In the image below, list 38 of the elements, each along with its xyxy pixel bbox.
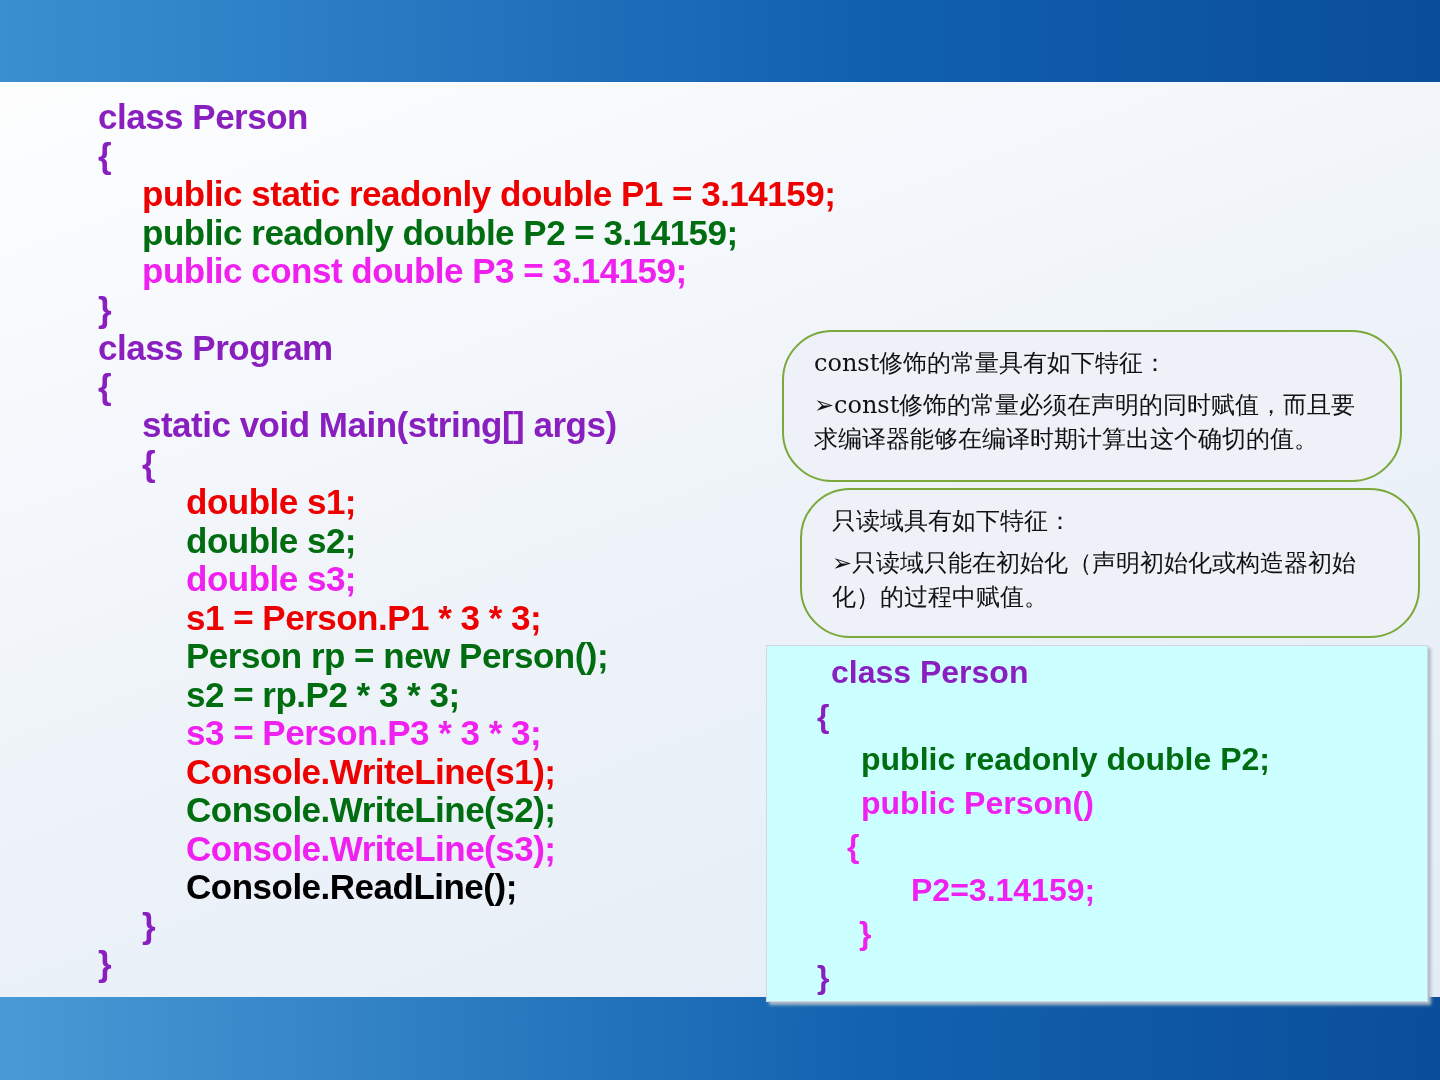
code-line: { — [142, 444, 156, 483]
code-line: double s1; — [186, 483, 357, 522]
code-line: } — [817, 958, 830, 995]
code-line: public const double P3 = 3.14159; — [142, 252, 687, 291]
note-text: ➢const修饰的常量必须在声明的同时赋值，而且要求编译器能够在编译时期计算出这个确切的值。 — [814, 390, 1357, 455]
code-line: { — [817, 697, 830, 734]
code-box — [766, 645, 1428, 1002]
code-line: public readonly double P2; — [861, 741, 1270, 777]
note-box — [782, 330, 1402, 482]
code-line: static void Main(string[] args) — [142, 406, 617, 445]
code-line: public static readonly double P1 = 3.14159; — [142, 175, 836, 214]
code-line: double s2; — [186, 521, 357, 560]
code-line: { — [98, 136, 112, 175]
note-heading: 只读域具有如下特征： — [832, 506, 1073, 537]
code-line: Console.WriteLine(s1); — [186, 752, 556, 791]
code-line: s1 = Person.P1 * 3 * 3; — [186, 598, 542, 637]
code-line: public readonly double P2 = 3.14159; — [142, 213, 738, 252]
code-line: Console.WriteLine(s3); — [186, 829, 556, 868]
code-line: Person rp = new Person(); — [186, 637, 609, 676]
code-line: public Person() — [861, 784, 1094, 821]
code-line: P2=3.14159; — [911, 871, 1096, 908]
note-heading: const修饰的常量具有如下特征： — [814, 348, 1169, 379]
code-line: Console.ReadLine(); — [186, 868, 517, 907]
code-line: } — [859, 915, 872, 951]
code-line: } — [98, 945, 112, 984]
note-box — [800, 488, 1420, 638]
code-line: } — [98, 290, 112, 329]
code-line: class Person — [831, 654, 1029, 690]
code-line: class Program — [98, 329, 333, 368]
code-line: } — [142, 906, 156, 945]
code-line: s3 = Person.P3 * 3 * 3; — [186, 714, 542, 753]
code-line: { — [847, 828, 860, 864]
code-line: Console.WriteLine(s2); — [186, 791, 556, 830]
code-line: s2 = rp.P2 * 3 * 3; — [186, 675, 460, 714]
code-line: class Person — [98, 98, 308, 137]
code-line: { — [98, 367, 112, 406]
note-text: ➢只读域只能在初始化（声明初始化或构造器初始化）的过程中赋值。 — [832, 548, 1357, 613]
code-line: double s3; — [186, 560, 357, 599]
